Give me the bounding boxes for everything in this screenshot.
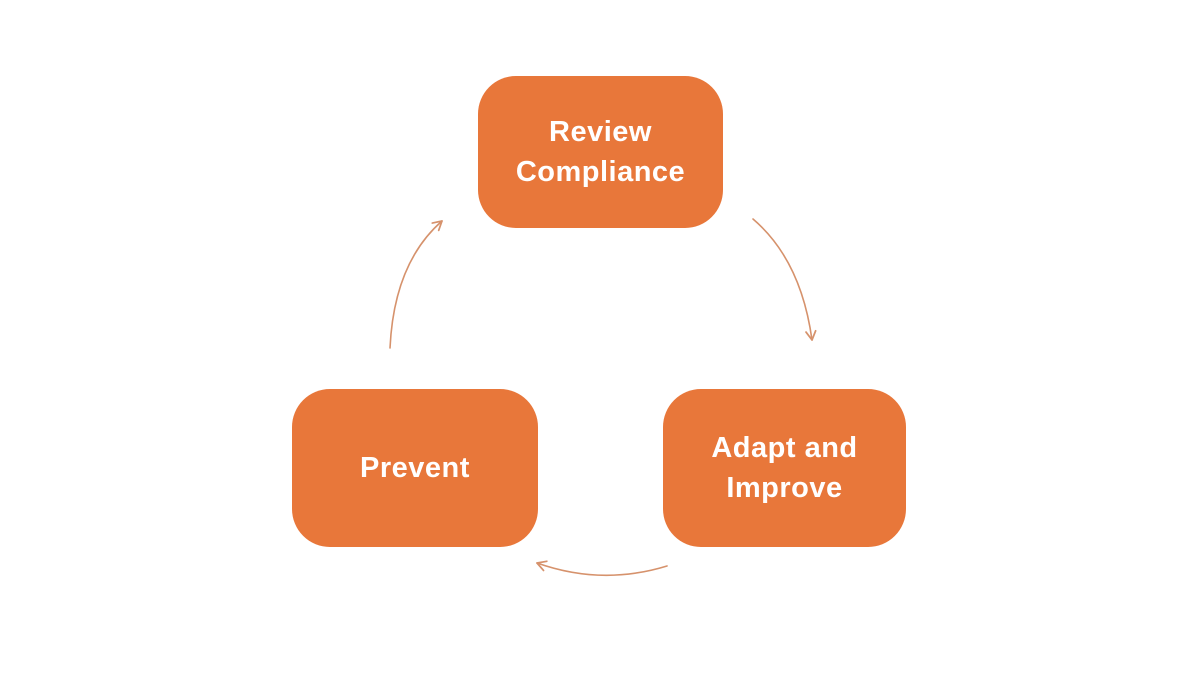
node-prevent-label: Prevent — [360, 451, 470, 484]
node-adapt-and-improve-label: Adapt and Improve — [711, 431, 858, 504]
node-review-compliance: Review Compliance — [478, 76, 723, 228]
node-prevent: Prevent — [292, 389, 538, 547]
arrow-prevent-to-review — [389, 220, 443, 349]
node-review-compliance-label: Review Compliance — [515, 115, 686, 188]
arrow-adapt-to-prevent — [536, 560, 668, 577]
node-adapt-and-improve: Adapt and Improve — [663, 389, 906, 547]
arrow-review-to-adapt — [752, 218, 817, 341]
